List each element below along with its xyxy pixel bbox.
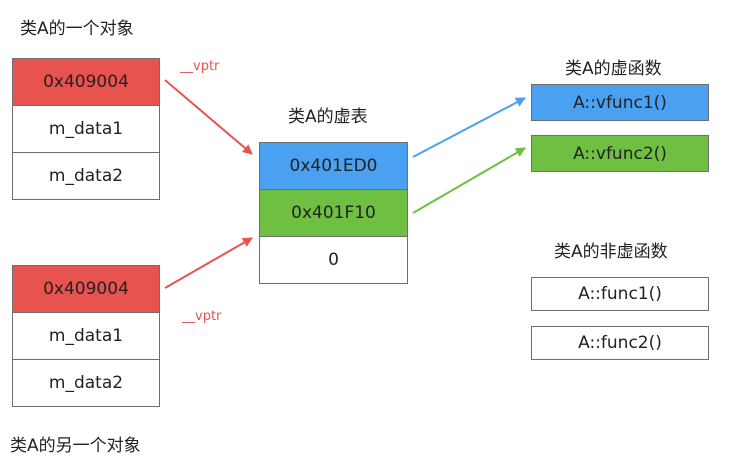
func1-box: A::func1() <box>531 277 709 311</box>
object2-data2-cell: m_data2 <box>12 359 160 407</box>
arrow-entry1-to-vfunc1 <box>412 97 526 158</box>
vfunc1-box: A::vfunc1() <box>531 84 709 121</box>
object1-title: 类A的一个对象 <box>20 19 134 39</box>
vtable-entry-1: 0x401ED0 <box>259 142 408 190</box>
arrow-object2-to-vtable <box>164 237 253 289</box>
vfunc2-box: A::vfunc2() <box>531 135 709 172</box>
vfunc-title: 类A的虚函数 <box>565 59 662 79</box>
object2-vptr-cell: 0x409004 <box>12 265 160 313</box>
arrow-entry2-to-vfunc2 <box>412 147 526 214</box>
object1-vptr-label: __vptr <box>180 59 220 74</box>
vtable-title: 类A的虚表 <box>288 107 368 127</box>
vtable-entry-2: 0x401F10 <box>259 189 408 237</box>
func2-box: A::func2() <box>531 326 709 360</box>
object1-data2-cell: m_data2 <box>12 152 160 200</box>
func-title: 类A的非虚函数 <box>554 242 668 262</box>
vtable-entry-3: 0 <box>259 236 408 284</box>
object2-title: 类A的另一个对象 <box>10 436 141 456</box>
object2-vptr-label: __vptr <box>182 309 222 324</box>
arrow-object1-to-vtable <box>164 79 253 155</box>
